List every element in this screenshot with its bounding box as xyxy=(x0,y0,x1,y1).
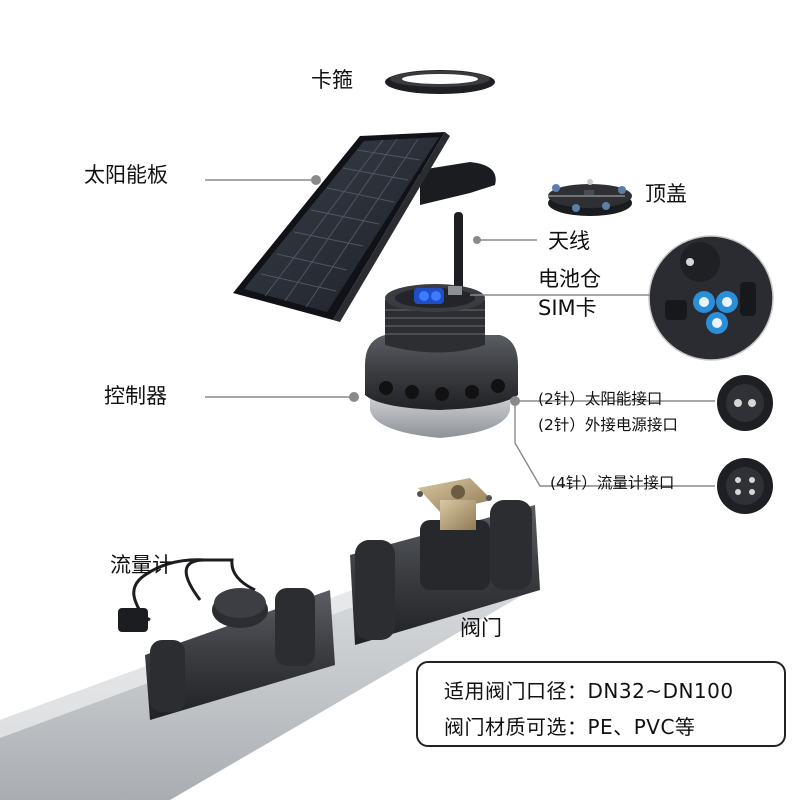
port-icon-solar xyxy=(717,375,773,431)
spec-valve-material: 阀门材质可选：PE、PVC等 xyxy=(444,715,696,739)
controller-part xyxy=(365,284,518,438)
clamp-ring-label: 卡箍 xyxy=(311,68,353,92)
port-flowmeter-label: (4针）流量计接口 xyxy=(550,474,675,492)
valve-label: 阀门 xyxy=(460,616,502,640)
port-solar-label: (2针）太阳能接口 xyxy=(538,390,663,408)
flowmeter-label: 流量计 xyxy=(110,553,173,577)
antenna-part xyxy=(454,212,463,292)
battery-bay-label: 电池仓 xyxy=(538,267,601,291)
leader-dots xyxy=(311,175,520,406)
clamp-ring-part xyxy=(385,70,495,94)
top-cover-part xyxy=(548,179,632,216)
port-icon-flowmeter xyxy=(717,458,773,514)
solar-panel-label: 太阳能板 xyxy=(84,163,168,187)
port-power-label: (2针）外接电源接口 xyxy=(538,416,678,434)
valve-part xyxy=(350,478,540,645)
flowmeter-part xyxy=(118,558,335,720)
spec-valve-size: 适用阀门口径：DN32~DN100 xyxy=(444,679,734,703)
top-cover-label: 顶盖 xyxy=(645,182,687,206)
solar-panel-part xyxy=(233,132,496,322)
spec-box: 适用阀门口径：DN32~DN100 阀门材质可选：PE、PVC等 xyxy=(416,661,786,747)
antenna-label: 天线 xyxy=(548,229,590,253)
controller-label: 控制器 xyxy=(104,384,167,408)
sim-card-label: SIM卡 xyxy=(538,296,597,320)
battery-bay-zoom xyxy=(648,235,774,361)
leader-lines xyxy=(205,179,715,487)
